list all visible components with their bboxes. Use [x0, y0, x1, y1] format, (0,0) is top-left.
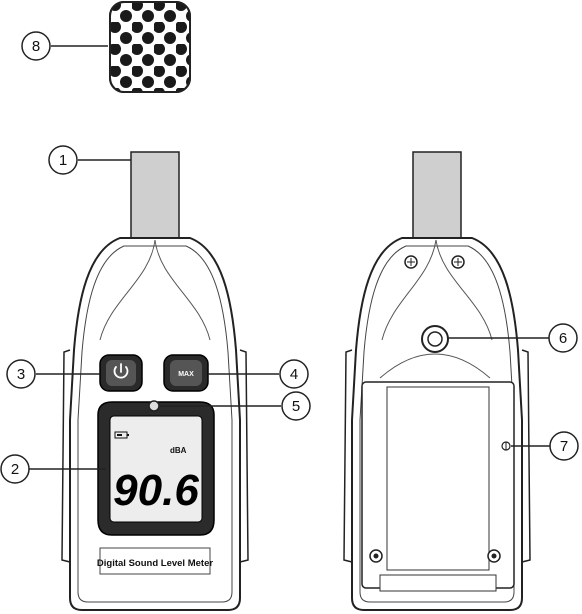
light-sensor: [148, 400, 160, 412]
back-view: [343, 151, 531, 611]
tripod-mount: [421, 325, 449, 353]
power-button[interactable]: [99, 354, 143, 392]
callout-7: 7: [549, 431, 579, 461]
callout-4: 4: [279, 359, 309, 389]
callout-1: 1: [48, 145, 78, 175]
svg-text:3: 3: [17, 366, 25, 383]
callout-8: 8: [21, 31, 51, 61]
callout-3: 3: [6, 359, 36, 389]
svg-text:7: 7: [560, 438, 568, 455]
microphone-tube: [130, 151, 180, 239]
battery-icon: [114, 431, 129, 439]
max-button[interactable]: MAX: [163, 354, 209, 392]
lcd-screen: [109, 415, 203, 523]
side-port: [501, 441, 511, 451]
svg-text:6: 6: [559, 330, 567, 347]
svg-text:5: 5: [292, 398, 300, 415]
back-microphone-tube: [412, 151, 462, 239]
display-reading: 90.6: [113, 466, 199, 515]
foam-windscreen-icon: [109, 1, 191, 93]
power-icon: [113, 363, 129, 379]
screw-icon: [451, 255, 465, 269]
screw-icon: [369, 549, 383, 563]
screw-icon: [487, 549, 501, 563]
svg-text:8: 8: [32, 38, 40, 55]
device-name-label: Digital Sound Level Meter: [97, 558, 213, 569]
svg-text:1: 1: [59, 152, 67, 169]
front-view: MAX dBA 90.6 Digital Sound Level Meter: [61, 151, 249, 611]
display-unit: dBA: [170, 446, 187, 455]
svg-text:2: 2: [11, 461, 19, 478]
svg-text:4: 4: [290, 366, 298, 383]
leader-lines: [29, 45, 550, 470]
callout-5: 5: [281, 391, 311, 421]
callout-2: 2: [0, 454, 30, 484]
callout-6: 6: [548, 323, 578, 353]
label-strip-bg: [99, 547, 211, 575]
max-button-label: MAX: [178, 371, 194, 378]
screw-icon: [404, 255, 418, 269]
